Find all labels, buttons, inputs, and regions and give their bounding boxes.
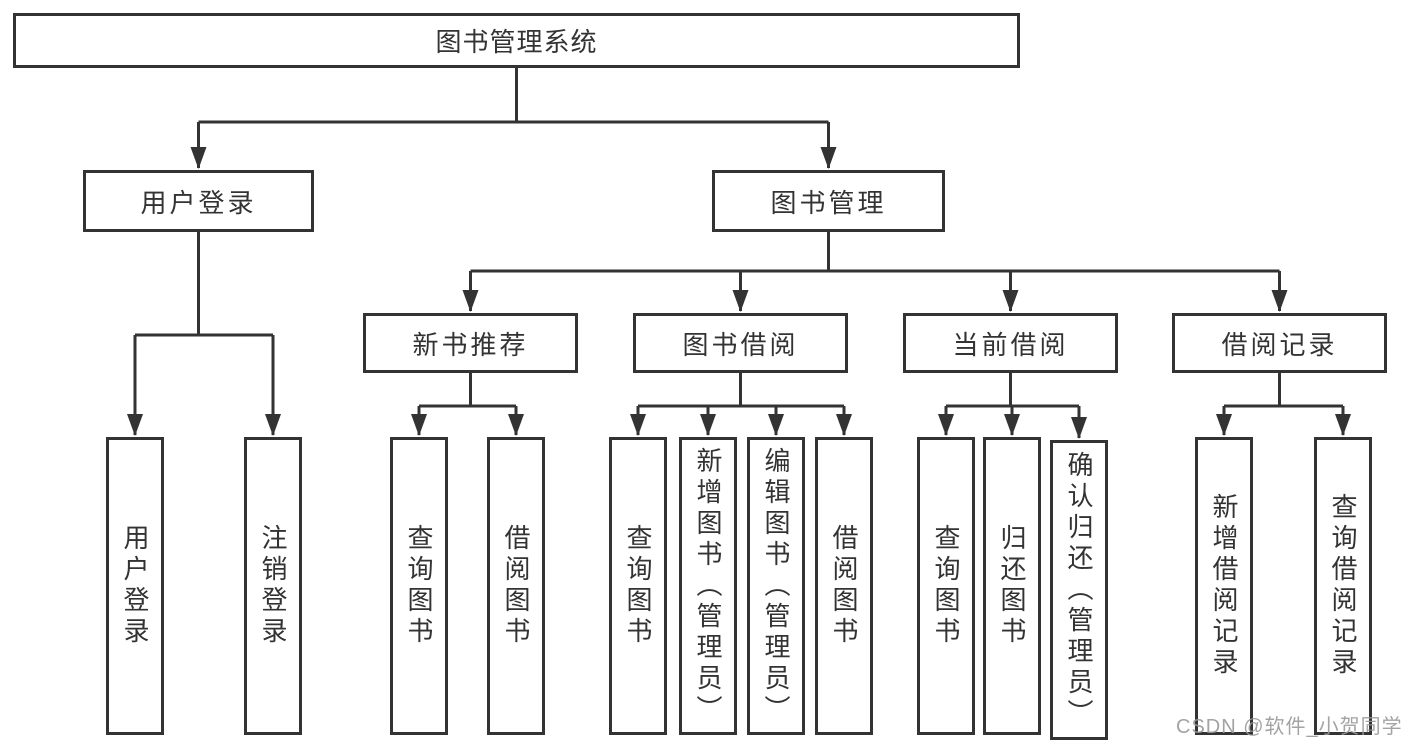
leaf-logout: 注销登录 (244, 437, 302, 735)
edges-current-borrowing (938, 373, 1087, 439)
edges-user-login (127, 232, 281, 436)
leaf-borrowing-query-books: 查询图书 (609, 437, 667, 735)
edges-book-borrowing (630, 373, 852, 436)
leaf-borrowing-edit-books-admin: 编辑图书（管理员） (747, 437, 805, 735)
edges-borrowing-records (1216, 373, 1351, 436)
leaf-recommend-borrow-books: 借阅图书 (487, 437, 545, 735)
edges-book-management (462, 232, 1288, 312)
leaf-borrowing-add-books-admin: 新增图书（管理员） (679, 437, 737, 735)
leaf-current-return-books: 归还图书 (983, 437, 1041, 735)
leaf-borrowing-borrow-books: 借阅图书 (815, 437, 873, 735)
csdn-watermark: CSDN @软件_小贺同学 (1176, 716, 1403, 738)
leaf-records-query-record: 查询借阅记录 (1314, 437, 1372, 735)
node-current-borrowing: 当前借阅 (903, 313, 1118, 373)
leaf-recommend-query-books: 查询图书 (390, 437, 448, 735)
leaf-records-add-record: 新增借阅记录 (1195, 437, 1253, 735)
node-new-book-recommend: 新书推荐 (363, 313, 578, 373)
node-root-system: 图书管理系统 (13, 13, 1020, 68)
edges-root-to-level2 (190, 68, 837, 169)
leaf-user-login: 用户登录 (106, 437, 164, 735)
leaf-current-confirm-return-admin: 确认归还（管理员） (1050, 440, 1108, 740)
node-borrowing-records: 借阅记录 (1172, 313, 1387, 373)
node-user-login: 用户登录 (83, 170, 314, 232)
edges-new-book-recommend (411, 373, 524, 436)
node-book-borrowing: 图书借阅 (633, 313, 848, 373)
leaf-current-query-books: 查询图书 (917, 437, 975, 735)
node-book-management: 图书管理 (712, 170, 945, 232)
